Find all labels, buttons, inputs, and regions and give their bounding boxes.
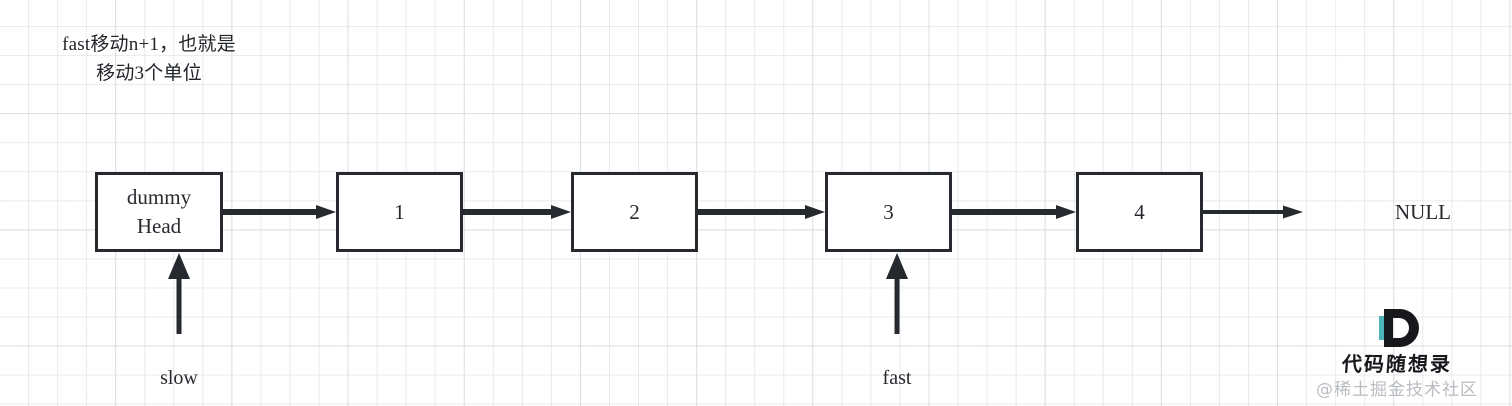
node-3: 3 <box>825 172 952 252</box>
slow-pointer-label: slow <box>160 367 198 389</box>
diagram-title: fast移动n+1，也就是 移动3个单位 <box>14 30 284 88</box>
node-label: 3 <box>883 199 894 224</box>
node-label: 1 <box>394 199 405 224</box>
link-arrow-dummy-to-1 <box>223 205 336 219</box>
watermark-brand: 代码随想录 <box>1341 352 1453 376</box>
daimasuixianglu-logo-icon <box>1370 305 1424 351</box>
null-terminator-label: NULL <box>1395 200 1451 224</box>
node-dummy-head: dummy Head <box>95 172 223 252</box>
link-arrow-1-to-2 <box>463 205 571 219</box>
fast-pointer-arrow-icon <box>885 253 909 334</box>
node-1: 1 <box>336 172 463 252</box>
node-label: 4 <box>1134 199 1145 224</box>
node-2: 2 <box>571 172 698 252</box>
node-label: 2 <box>629 199 640 224</box>
watermark: 代码随想录 @稀土掘金技术社区 <box>1292 305 1502 402</box>
link-arrow-3-to-4 <box>952 205 1076 219</box>
node-label-line-1: dummy <box>126 185 192 209</box>
slow-pointer-arrow-icon <box>167 253 191 334</box>
node-4: 4 <box>1076 172 1203 252</box>
title-line-2: 移动3个单位 <box>96 63 202 84</box>
watermark-site: @稀土掘金技术社区 <box>1316 380 1478 400</box>
link-arrow-4-to-null <box>1203 205 1303 219</box>
title-line-1: fast移动n+1，也就是 <box>62 34 236 55</box>
fast-pointer-label: fast <box>882 367 912 389</box>
node-label-line-2: Head <box>136 214 182 238</box>
link-arrow-2-to-3 <box>698 205 825 219</box>
